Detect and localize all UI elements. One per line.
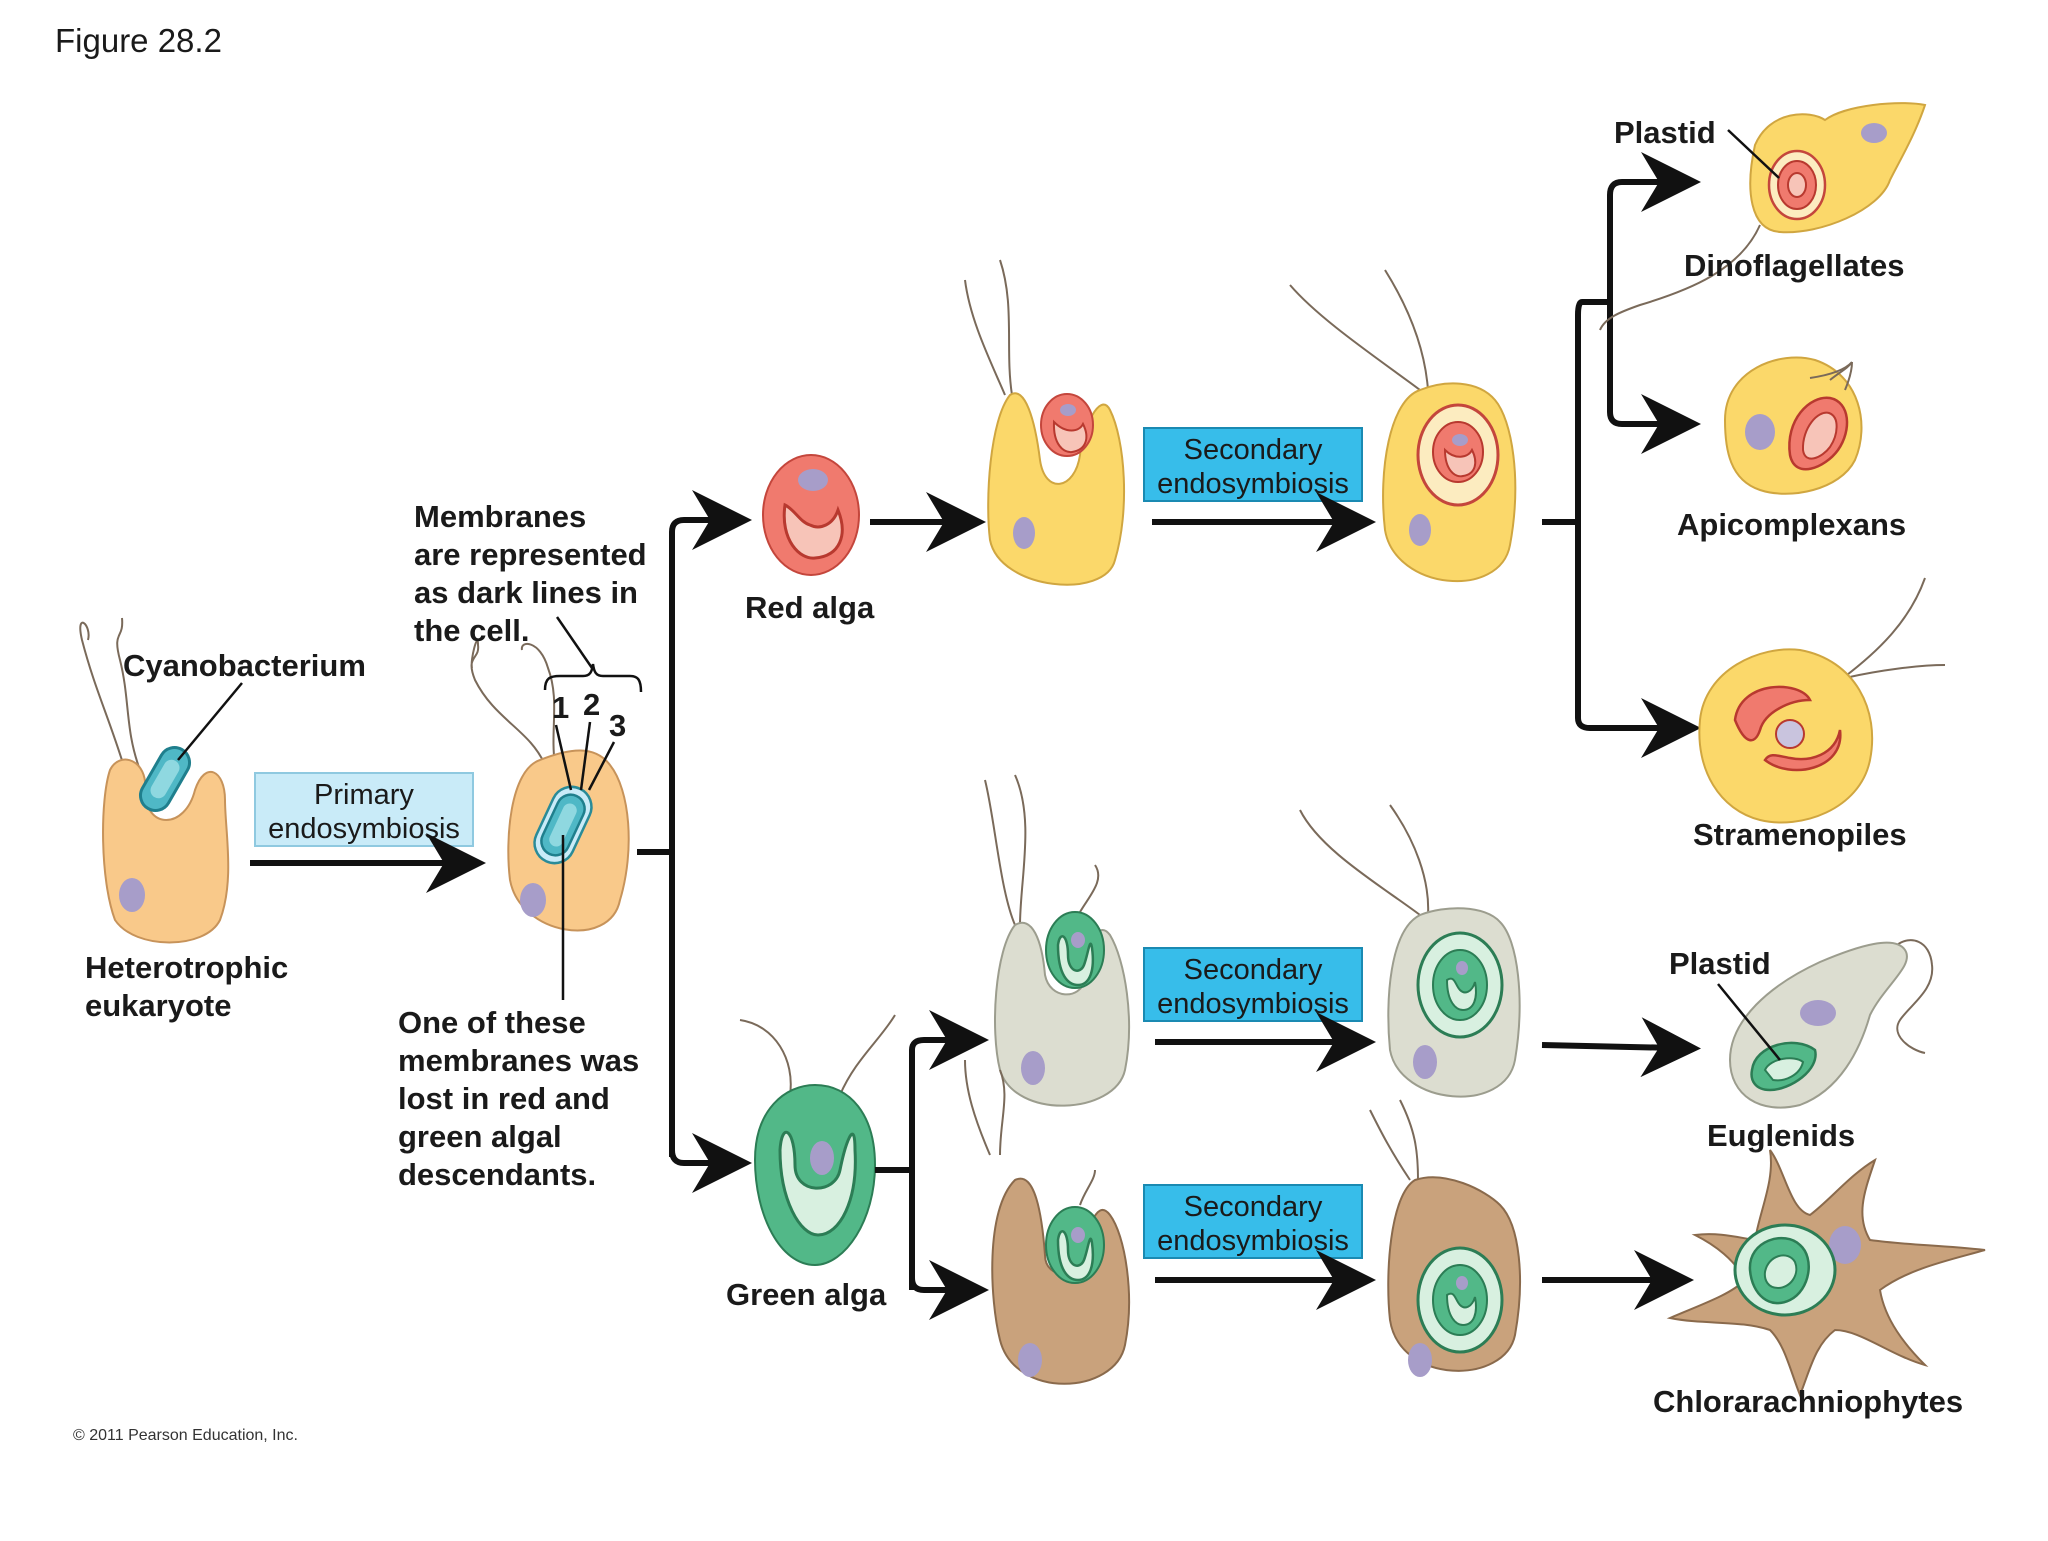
chlorarachniophytes-label: Chlorarachniophytes [1653, 1384, 1963, 1419]
membrane-number-2: 2 [583, 687, 600, 722]
lost-note-line2: membranes was [398, 1043, 639, 1078]
secondary-box-brown [1143, 1184, 1363, 1259]
heterotrophic-eukaryote-cell [79, 617, 230, 944]
secondary-gray-line1: Secondary [1184, 954, 1323, 986]
branch-to-green-alga [669, 852, 752, 1193]
green-to-brown-host [909, 1160, 989, 1320]
euglenids-label: Euglenids [1707, 1118, 1855, 1153]
heterotrophic-label-line2: eukaryote [85, 988, 231, 1023]
green-alga-cell [739, 1014, 896, 1267]
secondary-box-gray [1143, 947, 1363, 1022]
secondary-brown-line1: Secondary [1184, 1191, 1323, 1223]
membranes-note-line2: are represented [414, 537, 647, 572]
lost-note-line3: lost in red and [398, 1081, 610, 1116]
brown-host-engulfing-green [964, 1059, 1130, 1385]
plastid-label-green: Plastid [1669, 946, 1771, 981]
membranes-note-line4: the cell. [414, 613, 529, 648]
primary-host-cell [470, 640, 630, 932]
chlorarachniophyte-cell [1666, 1149, 1986, 1398]
primary-label-line1: Primary [314, 779, 414, 811]
red-alga-label: Red alga [745, 590, 875, 625]
membrane-number-1: 1 [552, 690, 569, 725]
apicomplexans-label: Apicomplexans [1677, 507, 1906, 542]
primary-label-line2: endosymbiosis [268, 813, 460, 845]
membranes-note-line1: Membranes [414, 499, 586, 534]
stramenopile-cell [1698, 577, 1946, 824]
membranes-note-line3: as dark lines in [414, 575, 638, 610]
cyanobacterium-label: Cyanobacterium [123, 648, 366, 683]
branch-to-red-alga [669, 490, 752, 1157]
figure-label: Figure 28.2 [55, 22, 222, 59]
lost-note-line5: descendants. [398, 1157, 596, 1192]
membrane-number-3: 3 [609, 708, 626, 743]
yellow-host-with-red-plastid [1289, 269, 1517, 583]
bracket-red-outer [1575, 299, 1701, 758]
cyanobacterium [139, 746, 191, 812]
secondary-red-line2: endosymbiosis [1157, 468, 1349, 500]
arrow-to-euglenids [1541, 1017, 1701, 1078]
gray-host-with-green-plastid [1299, 804, 1521, 1098]
secondary-red-line1: Secondary [1184, 434, 1323, 466]
heterotrophic-label-line1: Heterotrophic [85, 950, 288, 985]
green-to-gray-host [909, 1010, 989, 1290]
dinoflagellates-label: Dinoflagellates [1684, 248, 1905, 283]
lost-note-line4: green algal [398, 1119, 562, 1154]
bracket-to-apicomplexans [1607, 300, 1701, 454]
secondary-brown-line2: endosymbiosis [1157, 1225, 1349, 1257]
membrane-brace [543, 663, 643, 693]
bracket-to-dinoflagellates [1607, 152, 1701, 305]
apicomplexan-cell [1723, 356, 1863, 495]
stramenopiles-label: Stramenopiles [1693, 817, 1907, 852]
copyright-notice: © 2011 Pearson Education, Inc. [73, 1427, 298, 1444]
dinoflagellate-cell [1599, 102, 1927, 331]
red-alga-cell [762, 454, 860, 576]
gray-host-engulfing-green [984, 774, 1130, 1107]
yellow-host-engulfing-red [964, 259, 1126, 586]
brown-host-with-green-plastid [1369, 1099, 1521, 1377]
plastid-label-red: Plastid [1614, 115, 1716, 150]
green-alga-label: Green alga [726, 1277, 887, 1312]
euglenid-cell [1728, 939, 1934, 1109]
secondary-gray-line2: endosymbiosis [1157, 988, 1349, 1020]
lost-note-line1: One of these [398, 1005, 586, 1040]
secondary-box-red [1143, 427, 1363, 502]
